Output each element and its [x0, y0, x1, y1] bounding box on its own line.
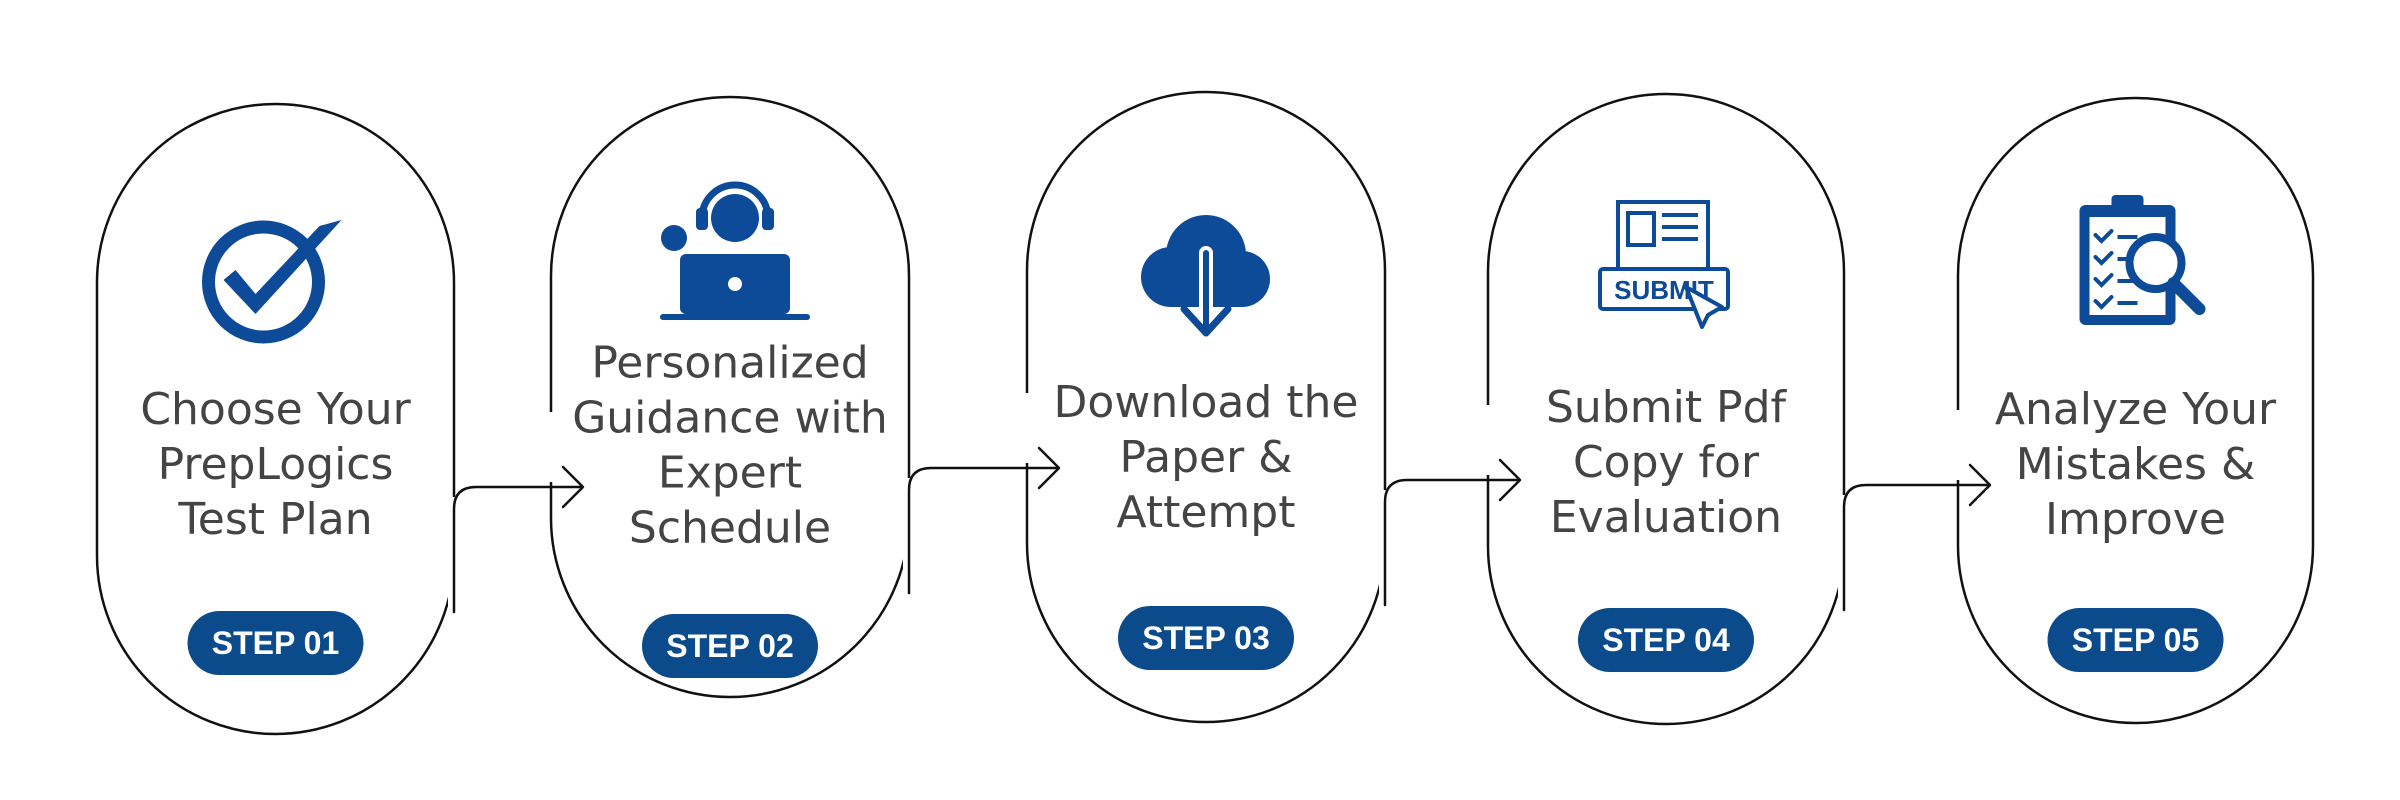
step-title-line: Schedule	[629, 503, 831, 554]
step-4-badge-label: STEP 04	[1602, 622, 1730, 658]
step-1-badge-label: STEP 01	[212, 625, 339, 661]
step-1-badge	[187, 611, 364, 675]
connector-arrow-1-to-2	[452, 485, 583, 614]
step-title-line: Download the	[1054, 377, 1359, 428]
step-title-line: Submit Pdf	[1546, 382, 1788, 433]
submit-document-icon: SUBMIT	[1598, 200, 1730, 329]
step-1-pill	[95, 102, 456, 736]
support-agent-laptop-icon	[660, 181, 810, 320]
step-title-line: Mistakes &	[2016, 439, 2256, 490]
step-title-line: PrepLogics	[158, 439, 394, 490]
arrowhead-icon	[1968, 463, 1992, 507]
connector-gap	[1952, 410, 1964, 480]
step-3-badge-label: STEP 03	[1142, 620, 1269, 656]
step-title-line: Test Plan	[177, 494, 372, 545]
connector-gap	[545, 412, 557, 482]
checkmark-circle-icon	[202, 220, 342, 344]
cloud-download-icon	[1141, 215, 1270, 337]
step-5-badge-label: STEP 05	[2072, 622, 2199, 658]
arrowhead-icon	[1498, 458, 1522, 502]
clipboard-magnifier-icon	[2079, 195, 2206, 325]
step-5-badge	[2047, 608, 2224, 672]
connectors-layer	[448, 393, 1992, 614]
step-title-line: Improve	[2045, 494, 2226, 545]
step-title-line: Analyze Your	[1995, 384, 2277, 435]
step-title-line: Expert	[658, 448, 802, 499]
step-title-line: Personalized	[591, 338, 868, 389]
step-4-badge	[1578, 608, 1754, 672]
step-title-line: Evaluation	[1550, 492, 1782, 543]
step-2-badge-label: STEP 02	[666, 628, 793, 664]
connector-gap	[1482, 405, 1494, 475]
step-2-pill	[549, 95, 911, 699]
connector-arrow-2-to-3	[907, 466, 1059, 595]
step-title-line: Choose Your	[140, 384, 411, 435]
connector-arrow-3-to-4	[1383, 478, 1520, 607]
step-3-badge	[1118, 606, 1294, 670]
arrowhead-icon	[1037, 446, 1061, 490]
step-title-line: Guidance with	[572, 393, 888, 444]
step-title-line: Paper &	[1120, 432, 1293, 483]
step-2-badge	[642, 614, 818, 678]
connector-arrow-4-to-5	[1842, 483, 1990, 612]
arrowhead-icon	[561, 465, 585, 509]
step-title-line: Copy for	[1573, 437, 1760, 488]
step-title-line: Attempt	[1117, 487, 1296, 538]
connector-gap	[1021, 393, 1033, 463]
